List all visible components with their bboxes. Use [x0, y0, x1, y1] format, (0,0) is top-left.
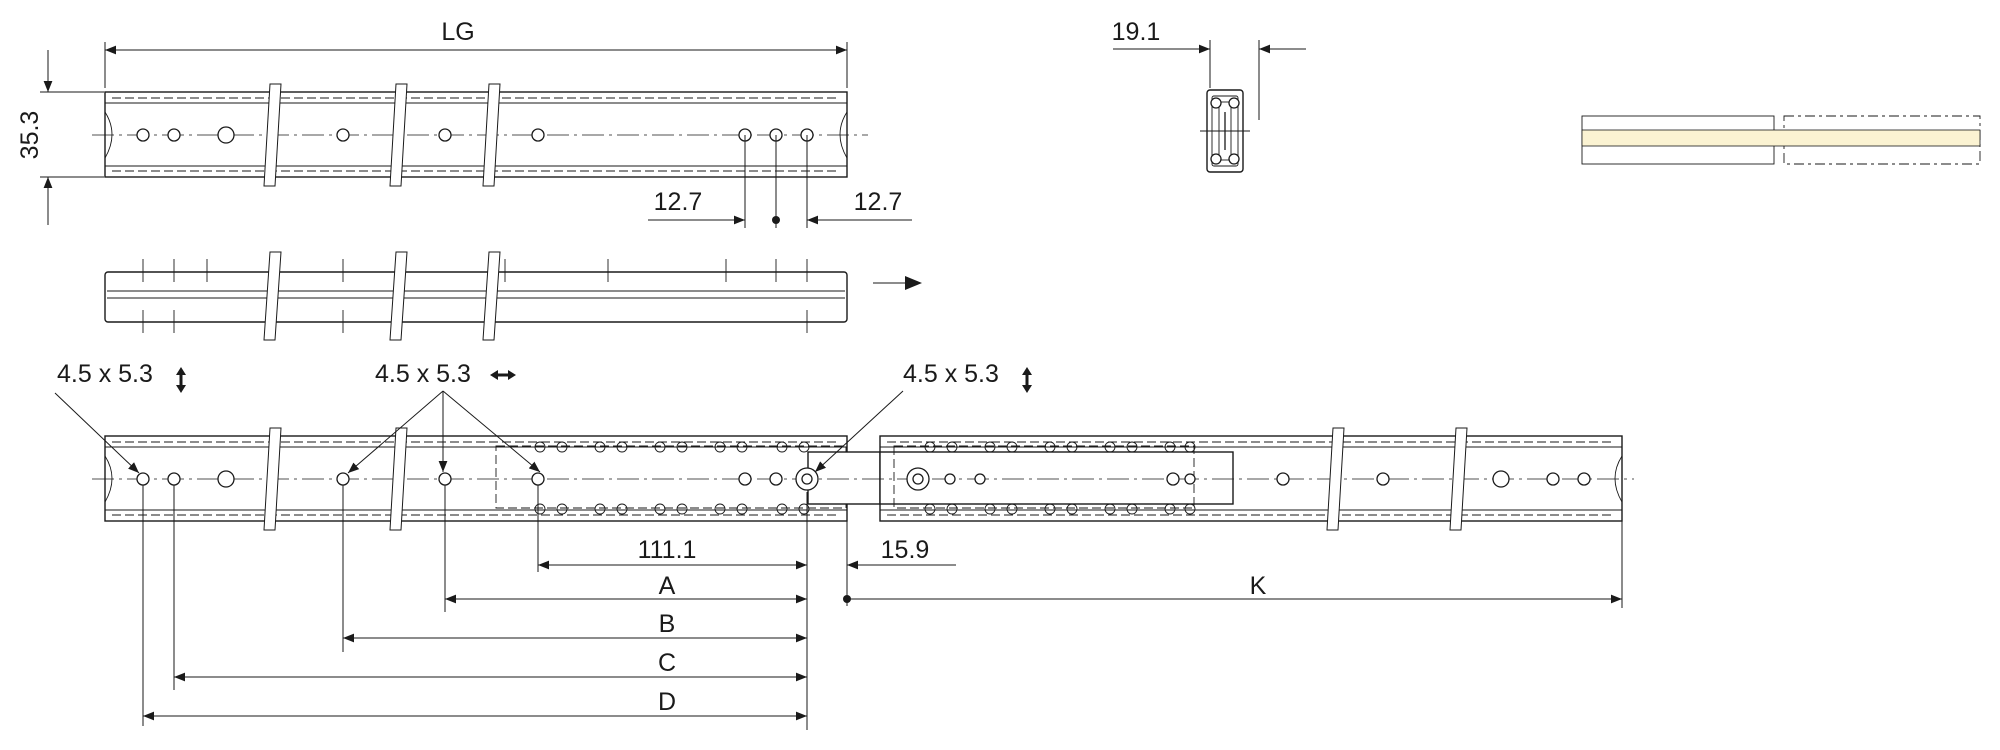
- width-dimension: 19.1: [1112, 18, 1306, 120]
- pitch-label: 111.1: [638, 536, 697, 564]
- gap-dimension: 15.9: [760, 536, 956, 570]
- cross-section-profile: [1200, 89, 1250, 173]
- hole-callout-left: 4.5 x 5.3: [54, 360, 186, 474]
- dimension-c: C: [174, 649, 807, 682]
- hole-callout-right: 4.5 x 5.3: [814, 360, 1032, 473]
- dim-k-label: K: [1250, 572, 1267, 600]
- dim-d-label: D: [658, 688, 676, 716]
- height-label: 35.3: [16, 111, 44, 160]
- hole-right-label: 4.5 x 5.3: [903, 360, 999, 388]
- direction-arrow: [873, 276, 922, 290]
- vertical-slot-icon-2: [1022, 367, 1032, 393]
- dimension-b: B: [343, 610, 807, 643]
- dim-c-label: C: [658, 649, 676, 677]
- extended-holes: [136, 467, 1591, 491]
- right-offset-label: 12.7: [854, 188, 903, 216]
- pitch-dimension: 111.1: [538, 536, 807, 570]
- extension-symbol: [1581, 115, 1981, 165]
- front-view-rail: [104, 251, 848, 341]
- dimension-d: D: [143, 688, 807, 721]
- hole-middle-label: 4.5 x 5.3: [375, 360, 471, 388]
- top-view-rail: [92, 83, 868, 187]
- width-label: 19.1: [1112, 18, 1161, 46]
- vertical-slot-icon: [176, 367, 186, 393]
- dimension-a: A: [445, 572, 807, 604]
- horizontal-slot-icon: [490, 370, 516, 380]
- end-offset-dimensions: 12.7 12.7: [648, 135, 912, 228]
- extension-lines: [142, 485, 1623, 730]
- hole-left-label: 4.5 x 5.3: [57, 360, 153, 388]
- slide-color-band: [1581, 129, 1981, 147]
- left-offset-label: 12.7: [654, 188, 703, 216]
- hole-callout-middle: 4.5 x 5.3: [347, 360, 541, 474]
- dimension-k: K: [843, 572, 1622, 604]
- extended-break-marks: [263, 427, 1468, 531]
- dim-a-label: A: [659, 572, 676, 600]
- lg-label: LG: [441, 18, 474, 46]
- gap-label: 15.9: [881, 536, 930, 564]
- extended-drawer-rail: [879, 435, 1623, 522]
- lg-dimension: LG: [104, 18, 848, 88]
- height-dimension: 35.3: [16, 50, 104, 225]
- dim-b-label: B: [659, 610, 676, 638]
